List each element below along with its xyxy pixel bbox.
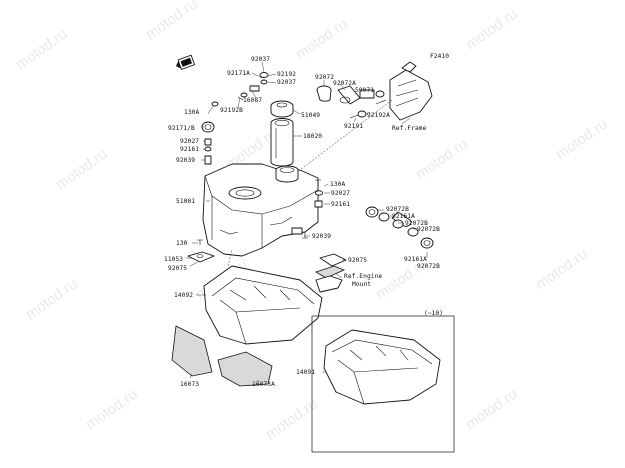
label-11053: 11053 [164, 256, 183, 263]
label-14091: 14091 [296, 369, 315, 376]
label-92072a: 92072A [333, 80, 356, 87]
label-92161a-3: 92161A [404, 256, 427, 263]
svg-text:motod.ru: motod.ru [293, 15, 351, 63]
label-130a-top: 130A [184, 109, 199, 116]
label-ref-frame: Ref.Frame [392, 125, 427, 132]
label-14092: 14092 [174, 292, 193, 299]
label-92027-b: 92027 [331, 190, 350, 197]
valve-59071 [359, 89, 385, 99]
svg-text:motod.ru: motod.ru [463, 5, 521, 53]
label-16087: 16087 [243, 97, 262, 104]
label-59071: 59071 [355, 87, 374, 94]
label-51049: 51049 [301, 112, 320, 119]
svg-text:motod.ru: motod.ru [553, 115, 611, 163]
filler-cap-51049 [270, 100, 294, 118]
svg-text:motod.ru: motod.ru [83, 385, 141, 433]
pad-16073a [217, 351, 273, 387]
label-16073a: 16073A [252, 381, 275, 388]
fuel-tank-51001 [202, 163, 319, 257]
label-ref-engine-2: Mount [352, 281, 371, 288]
cap-breather-fittings [211, 72, 269, 107]
grommet-11053 [187, 251, 215, 263]
figure-code: F2410 [430, 53, 449, 60]
label-92039-a: 92039 [176, 157, 195, 164]
svg-text:motod.ru: motod.ru [143, 0, 201, 43]
pad-92075 [315, 253, 347, 293]
label-92072b-4: 92072B [417, 263, 440, 270]
label-92171a: 92171A [227, 70, 250, 77]
label-92161-a: 92161 [180, 146, 199, 153]
label-92161a-2: 92161A [392, 213, 415, 220]
tank-bolts [197, 179, 323, 245]
label-92075-a: 92075 [168, 265, 187, 272]
label-16073: 16073 [180, 381, 199, 388]
label-92192b: 92192B [220, 107, 243, 114]
label-92072b-3: 92072B [417, 226, 440, 233]
label-51001: 51001 [176, 198, 195, 205]
svg-text:motod.ru: motod.ru [533, 245, 591, 293]
label-92075-b: 92075 [348, 257, 367, 264]
svg-text:motod.ru: motod.ru [463, 385, 521, 433]
undercover-14092 [203, 265, 323, 345]
label-92037-a: 92037 [251, 56, 270, 63]
label-130: 130 [176, 240, 188, 247]
pad-16073 [171, 325, 213, 377]
clamp-chain-right [365, 206, 434, 249]
label-92171b: 92171/B [168, 125, 195, 132]
label-92161-b: 92161 [331, 201, 350, 208]
clamp-92191 [349, 110, 367, 119]
label-92191: 92191 [344, 123, 363, 130]
label-92072b-1: 92072B [386, 206, 409, 213]
label-variant-note: (~10) [424, 310, 443, 317]
label-ref-engine-1: Ref.Engine [344, 273, 382, 280]
label-92192: 92192 [277, 71, 296, 78]
front-arrow-icon [175, 54, 196, 70]
label-130a-right: 130A [330, 181, 345, 188]
frame-bracket [375, 61, 433, 121]
variant-inset-frame [311, 315, 455, 453]
hose-clamps-left [201, 121, 215, 165]
label-92037-b: 92037 [277, 79, 296, 86]
filler-neck-18020 [270, 118, 294, 167]
svg-text:motod.ru: motod.ru [13, 25, 71, 73]
hose-92072 [316, 85, 332, 102]
svg-text:motod.ru: motod.ru [23, 275, 81, 323]
svg-text:motod.ru: motod.ru [413, 135, 471, 183]
label-92072b-2: 92072B [405, 220, 428, 227]
label-92192a: 92192A [367, 112, 390, 119]
label-92072: 92072 [315, 74, 334, 81]
label-92039-b: 92039 [312, 233, 331, 240]
undercover-14091 [323, 329, 441, 405]
svg-text:motod.ru: motod.ru [53, 145, 111, 193]
label-18020: 18020 [303, 133, 322, 140]
label-92027-a: 92027 [180, 138, 199, 145]
part-labels: 92037 92171A 92192 92037 16087 130A 9219… [164, 56, 443, 388]
leader-lines [186, 61, 428, 382]
